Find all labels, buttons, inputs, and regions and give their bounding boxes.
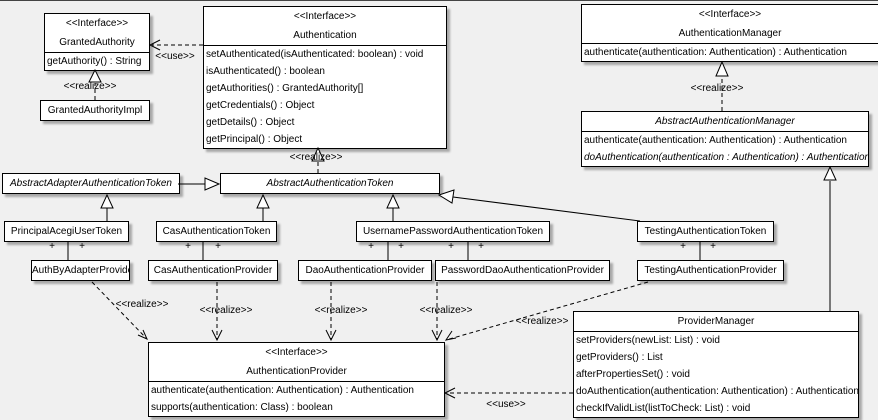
generalization-edge-principal-acegi-user-token (100, 193, 114, 221)
class-name: GrantedAuthorityImpl (47, 105, 143, 116)
realize-label: <<realize>> (289, 152, 343, 163)
class-name: CasAuthenticationToken (162, 226, 271, 237)
association-role-plus: + (478, 241, 484, 252)
class-provider-manager: ProviderManager setProviders(newList: Li… (573, 311, 859, 418)
class-granted-authority-impl: GrantedAuthorityImpl (40, 100, 150, 121)
class-authentication-provider: <<Interface>> AuthenticationProvider aut… (148, 342, 445, 417)
class-method: getAuthorities() : GrantedAuthority[] (206, 83, 364, 94)
class-granted-authority: <<Interface>> GrantedAuthority getAuthor… (44, 13, 150, 71)
class-abstract-adapter-authentication-token: AbstractAdapterAuthenticationToken (2, 173, 180, 194)
realize-label: <<realize>> (199, 305, 253, 316)
class-name: UsernamePasswordAuthenticationToken (362, 226, 544, 237)
class-name: Authentication (293, 30, 357, 41)
generalization-edge-testing-authentication-token (437, 189, 641, 222)
use-edge-provider-manager (443, 387, 573, 399)
class-method: doAuthentication(authentication: Authent… (576, 386, 858, 397)
class-stereotype: <<Interface>> (65, 18, 129, 29)
class-name: TestingAuthenticationToken (644, 226, 767, 237)
class-stereotype: <<Interface>> (698, 9, 762, 20)
realize-label: <<realize>> (515, 316, 569, 327)
class-name: ProviderManager (677, 316, 755, 327)
realize-label: <<realize>> (690, 83, 744, 94)
class-name: CasAuthenticationProvider (153, 265, 273, 276)
class-method: getPrincipal() : Object (206, 134, 303, 145)
class-method: doAuthentication(authentication : Authen… (584, 152, 868, 163)
class-name: AbstractAuthenticationToken (266, 178, 394, 189)
class-principal-acegi-user-token: PrincipalAcegiUserToken (4, 221, 129, 242)
class-name: DaoAuthenticationProvider (305, 265, 425, 276)
class-authentication-manager: <<Interface>> AuthenticationManager auth… (581, 4, 878, 62)
association-role-plus: + (79, 241, 85, 252)
use-label: <<use>> (155, 51, 195, 62)
generalization-edge-username-password-token (386, 193, 400, 221)
class-method: supports(authentication: Class) : boolea… (151, 402, 333, 413)
class-testing-authentication-token: TestingAuthenticationToken (637, 221, 774, 242)
class-method: afterPropertiesSet() : void (576, 369, 690, 380)
class-stereotype: <<Interface>> (265, 347, 328, 358)
class-name: GrantedAuthority (59, 37, 135, 48)
generalization-edge-abstract-adapter-token (178, 177, 221, 191)
class-testing-authentication-provider: TestingAuthenticationProvider (637, 260, 784, 281)
class-method: checkIfValidList(listToCheck: List) : vo… (576, 403, 751, 414)
class-name: PrincipalAcegiUserToken (10, 226, 123, 237)
class-cas-authentication-token: CasAuthenticationToken (156, 221, 277, 242)
class-method: setAuthenticated(isAuthenticated: boolea… (206, 49, 424, 60)
association-role-plus: + (215, 241, 221, 252)
class-abstract-authentication-manager: AbstractAuthenticationManager authentica… (581, 111, 869, 167)
realize-label: <<realize>> (419, 305, 473, 316)
class-method: authenticate(authentication: Authenticat… (584, 47, 847, 58)
generalization-edge-cas-authentication-token (256, 193, 270, 221)
class-method: setProviders(newList: List) : void (576, 335, 720, 346)
association-role-plus: + (680, 241, 686, 252)
class-method: getDetails() : Object (206, 117, 295, 128)
class-username-password-authentication-token: UsernamePasswordAuthenticationToken (356, 221, 550, 242)
class-method: getProviders() : List (576, 352, 663, 363)
association-role-plus: + (368, 241, 374, 252)
class-stereotype: <<Interface>> (293, 11, 357, 22)
class-method: getAuthority() : String (47, 56, 142, 67)
association-role-plus: + (185, 241, 191, 252)
use-label: <<use>> (486, 399, 526, 410)
use-edge-authentication-to-granted-authority (148, 39, 203, 51)
class-name: AuthenticationManager (678, 28, 782, 39)
class-auth-by-adapter-provider: AuthByAdapterProvider (31, 260, 130, 281)
class-abstract-authentication-token: AbstractAuthenticationToken (220, 173, 440, 194)
class-cas-authentication-provider: CasAuthenticationProvider (148, 260, 278, 281)
class-method: isAuthenticated() : boolean (206, 66, 325, 77)
class-name: TestingAuthenticationProvider (644, 265, 777, 276)
class-name: AbstractAuthenticationManager (655, 116, 795, 127)
association-edges (67, 242, 701, 260)
class-name: PasswordDaoAuthenticationProvider (441, 265, 604, 276)
class-password-dao-authentication-provider: PasswordDaoAuthenticationProvider (435, 260, 610, 281)
class-name: AuthByAdapterProvider (32, 265, 129, 276)
association-role-plus: + (398, 241, 404, 252)
class-name: AuthenticationProvider (246, 366, 347, 377)
class-name: AbstractAdapterAuthenticationToken (10, 178, 172, 189)
class-method: authenticate(authentication: Authenticat… (151, 385, 414, 396)
class-method: authenticate(authentication: Authenticat… (584, 135, 847, 146)
association-role-plus: + (448, 241, 454, 252)
association-role-plus: + (710, 241, 716, 252)
association-role-plus: + (49, 241, 55, 252)
class-authentication: <<Interface>> Authentication setAuthenti… (203, 6, 447, 149)
class-method: getCredentials() : Object (206, 100, 315, 111)
realize-label: <<realize>> (314, 305, 368, 316)
realize-label: <<realize>> (63, 81, 117, 92)
class-dao-authentication-provider: DaoAuthenticationProvider (298, 260, 432, 281)
generalization-edge-provider-manager (823, 165, 837, 311)
realize-label: <<realize>> (115, 299, 169, 310)
